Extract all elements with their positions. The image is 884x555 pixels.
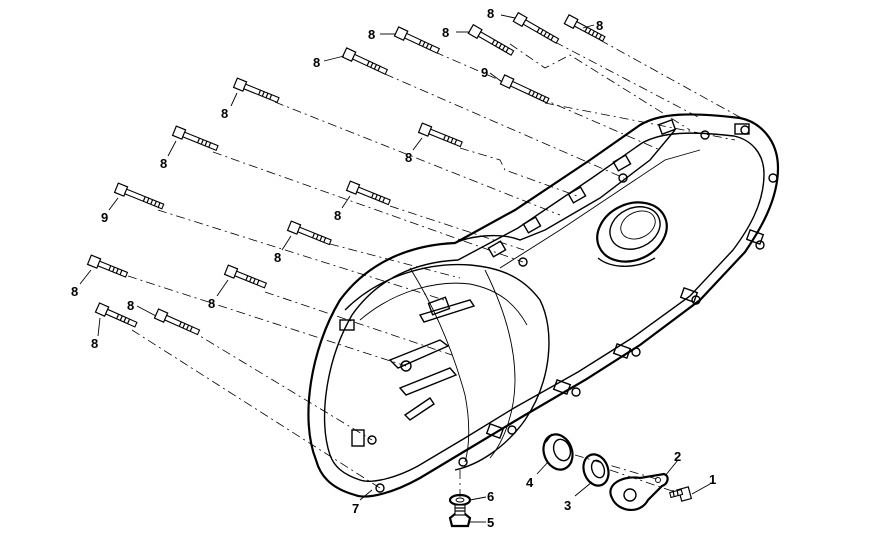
callout-1: 1 xyxy=(709,472,716,487)
callout-8-top-a: 8 xyxy=(487,6,494,21)
callout-8-top-right: 8 xyxy=(596,18,603,33)
bolt-8-left-a xyxy=(232,77,280,104)
bolt-8-left-c xyxy=(86,254,129,278)
bolt-9-lower xyxy=(113,182,165,210)
callout-7: 7 xyxy=(352,501,359,516)
callout-8-low-b: 8 xyxy=(91,336,98,351)
callout-8-left-a: 8 xyxy=(221,106,228,121)
clutch-cover xyxy=(307,113,780,498)
callout-9-upper: 9 xyxy=(481,65,488,80)
bolt-8-top-c xyxy=(393,26,441,54)
callout-8-top-b: 8 xyxy=(442,25,449,40)
callout-labels: 1 2 3 4 5 6 7 8 8 8 8 8 9 8 8 8 8 9 8 8 … xyxy=(71,6,716,530)
bolt-8-mid-c xyxy=(286,220,332,246)
callout-8-mid-b: 8 xyxy=(334,208,341,223)
callout-8-mid-a: 8 xyxy=(405,150,412,165)
bolt-8-top-d xyxy=(341,47,389,75)
plate-part-2 xyxy=(609,472,669,511)
callout-8-top-c: 8 xyxy=(368,27,375,42)
callout-8-mid-d: 8 xyxy=(208,296,215,311)
bolt-8-top-b xyxy=(467,23,515,56)
cover-bosses xyxy=(339,119,765,447)
screw-part-1 xyxy=(669,486,693,502)
bolt-8-top-a xyxy=(512,11,560,44)
callout-2: 2 xyxy=(674,449,681,464)
bolt-8-mid-a xyxy=(417,122,463,148)
callout-8-low-a: 8 xyxy=(127,298,134,313)
callout-5: 5 xyxy=(487,515,494,530)
callout-9-lower: 9 xyxy=(101,210,108,225)
bolt-8-mid-d xyxy=(223,264,268,289)
callout-8-left-b: 8 xyxy=(160,156,167,171)
leader-lines xyxy=(79,14,711,523)
bolt-9-upper xyxy=(499,74,550,104)
bolt-8-left-b xyxy=(171,125,219,152)
cover-bolt-holes xyxy=(367,125,778,493)
bearing-part-4 xyxy=(542,433,574,471)
callout-8-mid-c: 8 xyxy=(274,250,281,265)
bolt-set xyxy=(86,11,606,336)
callout-8-left-c: 8 xyxy=(71,284,78,299)
bolt-8-low-a xyxy=(153,308,201,336)
bolt-8-top-right xyxy=(563,13,606,42)
bolt-8-low-b xyxy=(94,302,138,328)
seal-part-3 xyxy=(582,453,610,487)
callout-6: 6 xyxy=(487,489,494,504)
drain-plug-part-5 xyxy=(448,504,472,528)
callout-4: 4 xyxy=(526,475,534,490)
callout-3: 3 xyxy=(564,498,571,513)
assembly-lines xyxy=(127,39,746,497)
bolt-8-mid-b xyxy=(345,180,391,206)
callout-8-top-d: 8 xyxy=(313,55,320,70)
